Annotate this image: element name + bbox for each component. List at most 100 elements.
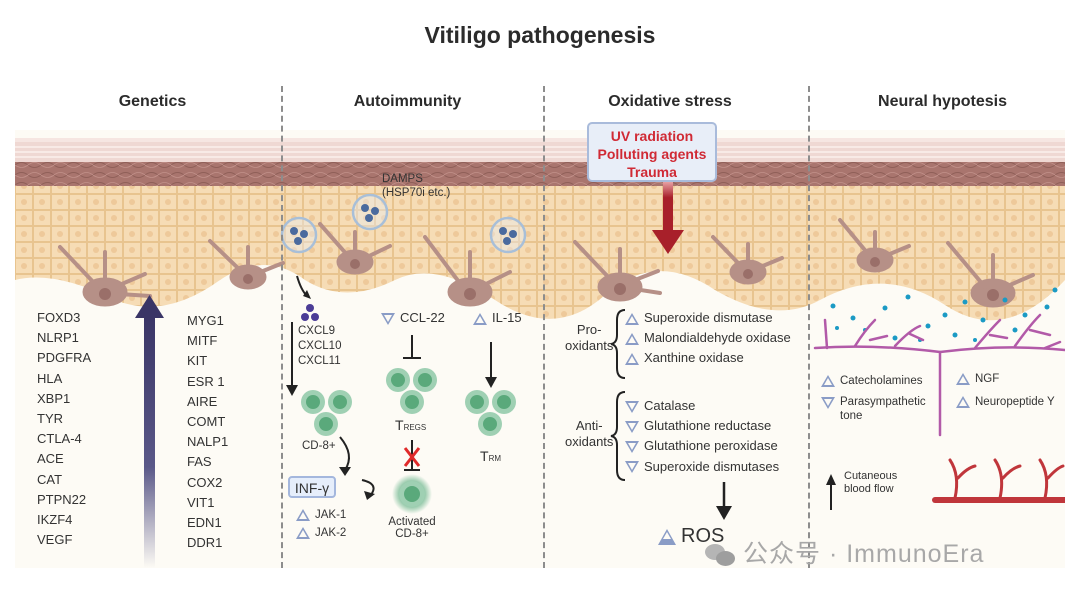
ros-label: ROS [658, 525, 724, 548]
ros-text: ROS [681, 525, 725, 547]
list-item: Superoxide dismutase [625, 308, 791, 328]
chemokine: CXCL11 [298, 355, 341, 367]
list-item: COX2 [187, 473, 228, 493]
list-item-text: MYG1 [187, 313, 224, 328]
list-item-text: FOXD3 [37, 310, 81, 325]
chemokine: CXCL9 [298, 325, 336, 337]
list-item-text: COX2 [187, 474, 223, 490]
damps-sub-label: (HSP70i etc.) [382, 187, 451, 199]
treg-subscript: REGS [403, 423, 427, 432]
list-item-text: KIT [187, 353, 208, 369]
trigger-uv: UV radiation [610, 128, 694, 144]
list-item: Glutathione reductase [625, 416, 779, 436]
anti-label-line1: Anti- [575, 418, 603, 433]
list-item-text: CAT [37, 471, 63, 487]
trm-label: TRM [480, 448, 501, 464]
list-item: Catalase [625, 396, 779, 416]
parasympathetic-label: Parasympathetic tone [821, 395, 926, 423]
list-item-text: Glutathione peroxidase [644, 438, 778, 454]
panel-divider [808, 86, 810, 568]
catecholamines-label: Catecholamines [821, 375, 922, 387]
jak2-text: JAK-2 [315, 527, 347, 540]
list-item: TYR [37, 409, 91, 429]
panel-heading-oxidative-stress: Oxidative stress [608, 93, 732, 110]
list-item: COMT [187, 412, 228, 432]
il15-label: IL-15 [473, 310, 522, 325]
skin-layers [15, 138, 1065, 568]
list-item-text: NLRP1 [37, 330, 79, 346]
list-item: PTPN22 [37, 490, 91, 510]
list-item-text: DDR1 [187, 535, 223, 551]
trm-subscript: RM [488, 454, 502, 463]
list-item-text: Catalase [644, 398, 696, 413]
list-item: PDGFRA [37, 348, 91, 368]
activated-text: Activated [388, 516, 436, 528]
increase-icon [956, 373, 970, 385]
treg-letter: T [395, 417, 404, 433]
list-item: VIT1 [187, 493, 228, 513]
list-item-text: PTPN22 [37, 491, 87, 507]
list-item-text: EDN1 [187, 514, 222, 530]
melanocyte [573, 240, 662, 302]
melanocyte [318, 222, 392, 275]
list-item: AIRE [187, 392, 228, 412]
nerve-fiber [813, 313, 1065, 437]
increase-icon [821, 375, 835, 387]
melanocyte [58, 245, 152, 307]
jak1-label: JAK-1 [296, 509, 346, 521]
blood-flow-line2: blood flow [844, 483, 894, 495]
blocked-cross [403, 447, 421, 467]
list-item-text: ESR 1 [187, 373, 225, 389]
decrease-icon [821, 397, 835, 409]
activated-sub-text: CD-8+ [395, 528, 429, 540]
panel-heading-autoimmunity: Autoimmunity [353, 93, 462, 110]
list-item-text: IKZF4 [37, 511, 73, 527]
melanocyte [208, 239, 285, 290]
list-item-text: Glutathione reductase [644, 418, 772, 434]
catecholamines-text: Catecholamines [840, 375, 923, 388]
pro-label-line1: Pro- [576, 322, 602, 337]
list-item-text: Malondialdehyde oxidase [644, 330, 791, 346]
anti-oxidants-label: Anti- oxidants [565, 418, 613, 450]
list-item: Superoxide dismutases [625, 457, 779, 477]
pro-oxidants-label: Pro- oxidants [565, 322, 613, 354]
jak1-text: JAK-1 [315, 509, 347, 522]
il15-text: IL-15 [492, 310, 522, 325]
list-item-text: HLA [37, 370, 63, 386]
increase-icon [473, 312, 487, 325]
list-item-text: CTLA-4 [37, 431, 82, 447]
wechat-icon [705, 544, 735, 567]
trigger-trauma: Trauma [627, 164, 677, 180]
trigger-pollutants: Polluting agents [597, 146, 707, 162]
damps-vesicles [280, 193, 527, 254]
list-item: Xanthine oxidase [625, 348, 791, 368]
treg-label: TREGS [395, 417, 426, 433]
blood-vessel [932, 458, 1065, 503]
chemokine: CXCL10 [298, 340, 342, 352]
list-item-text: FAS [187, 454, 212, 470]
damps-label: DAMPS [382, 173, 423, 185]
anti-label-line2: oxidants [565, 434, 614, 449]
list-item: FOXD3 [37, 308, 91, 328]
panel-heading-neural-hypotesis: Neural hypotesis [878, 93, 1007, 110]
panel-divider [543, 86, 545, 568]
list-item: XBP1 [37, 389, 91, 409]
list-item: CAT [37, 470, 91, 490]
increase-icon [658, 528, 676, 545]
list-item: NLRP1 [37, 328, 91, 348]
decrease-icon [625, 440, 639, 453]
figure-title: Vitiligo pathogenesis [424, 22, 656, 48]
list-item: DDR1 [187, 533, 228, 553]
parasympathetic-text: Parasympathetic [840, 396, 926, 408]
list-item: EDN1 [187, 513, 228, 533]
decrease-icon [625, 461, 639, 474]
ccl22-label: CCL-22 [381, 310, 445, 325]
list-item: IKZF4 [37, 510, 91, 530]
list-item-text: VIT1 [187, 494, 215, 510]
uv-arrow [663, 182, 673, 234]
parasympathetic-text-2: tone [840, 410, 863, 422]
decrease-icon [625, 400, 639, 413]
